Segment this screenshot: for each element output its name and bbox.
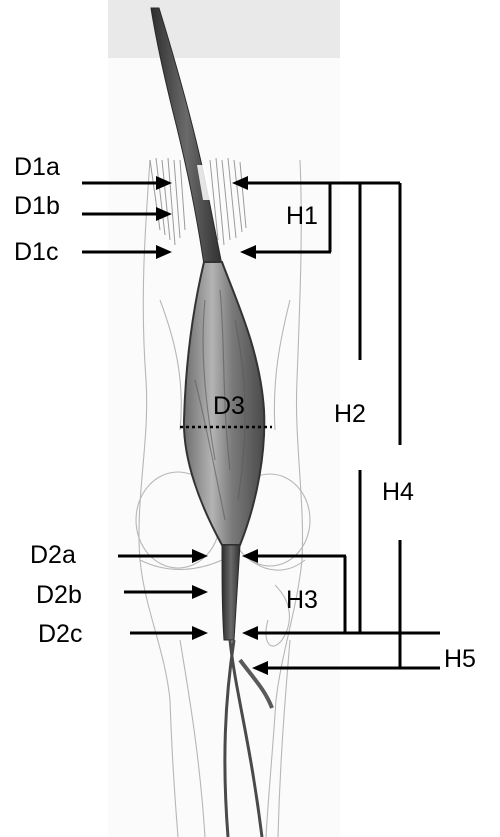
label-d3: D3 <box>213 392 245 420</box>
label-h1: H1 <box>286 202 318 230</box>
label-d2c: D2c <box>38 620 82 648</box>
label-h3: H3 <box>286 586 318 614</box>
label-h4: H4 <box>382 478 414 506</box>
label-d2b: D2b <box>36 581 82 609</box>
label-d2a: D2a <box>30 541 76 569</box>
image-top-band <box>108 0 340 58</box>
label-d1b: D1b <box>14 192 60 220</box>
label-d1c: D1c <box>14 238 58 266</box>
label-d1a: D1a <box>14 153 60 181</box>
label-h5: H5 <box>444 645 476 673</box>
label-h2: H2 <box>334 400 366 428</box>
